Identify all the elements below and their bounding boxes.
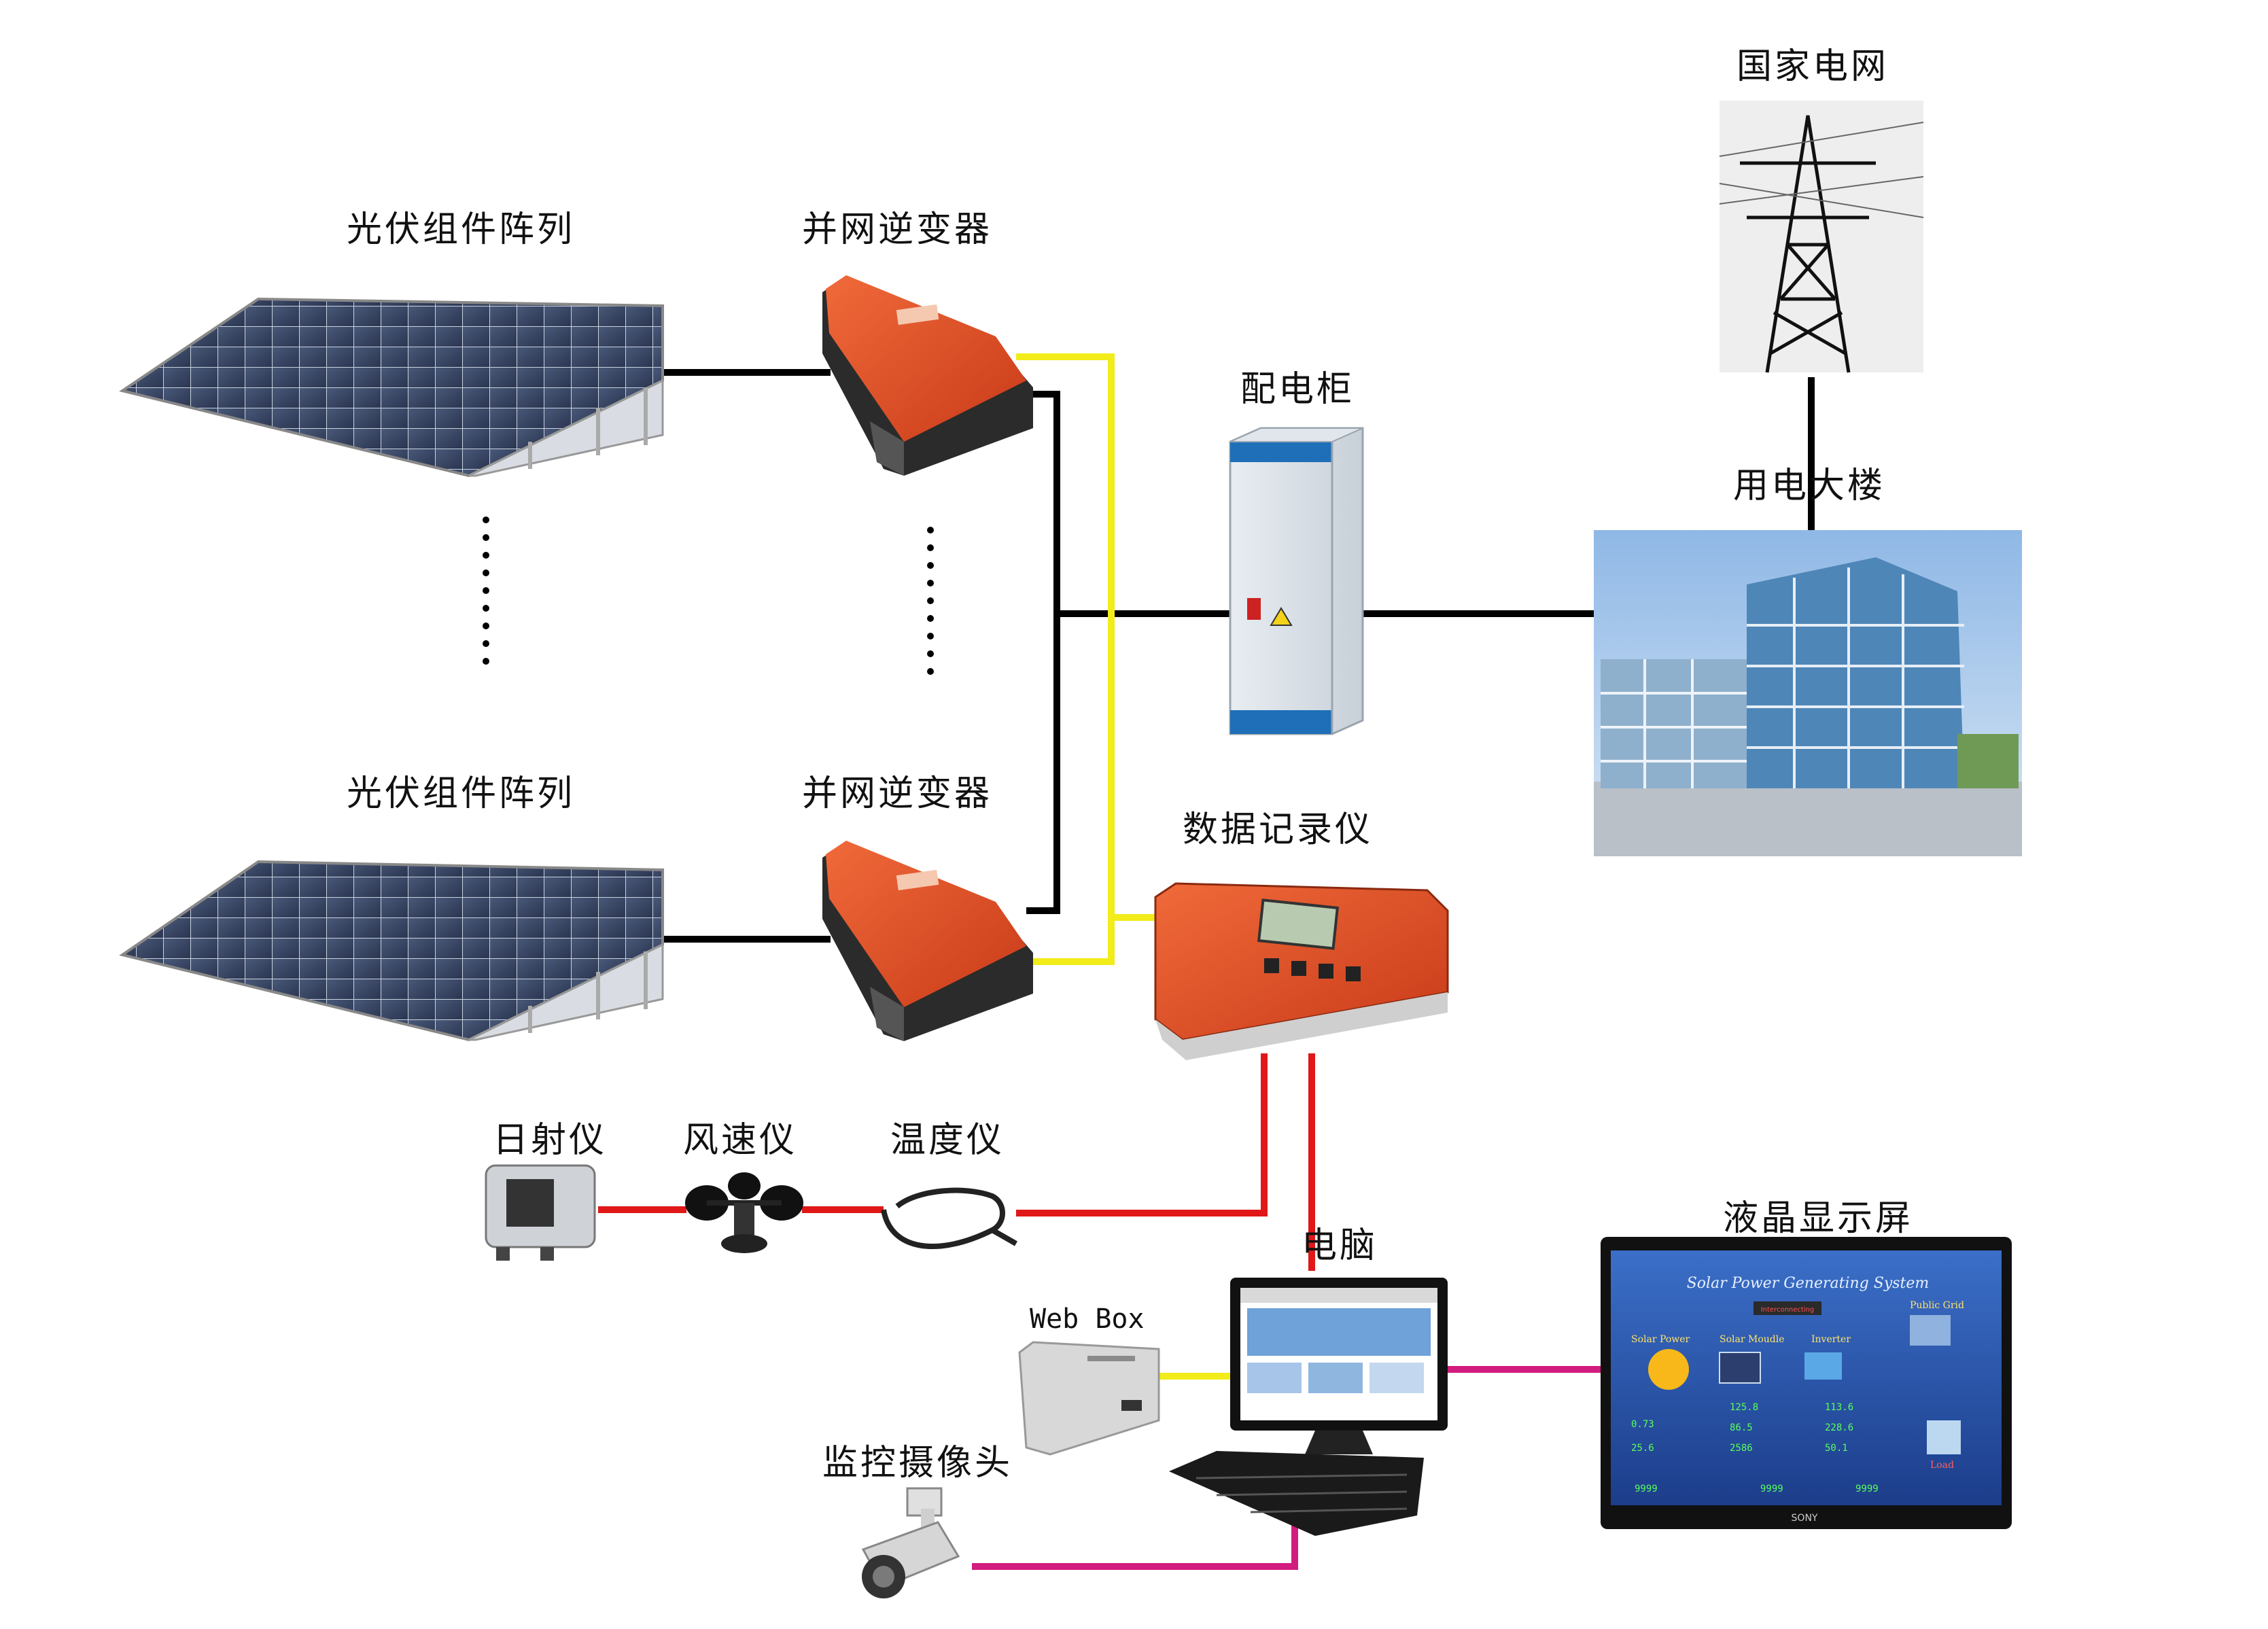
pv-array-2-image: [119, 860, 664, 1042]
lcd-value: 50.1: [1825, 1443, 1848, 1454]
anemometer-image: [685, 1172, 803, 1253]
lcd-value: 86.5: [1730, 1422, 1753, 1433]
pv-array-2-label: 光伏组件阵列: [347, 773, 576, 814]
data-logger-label: 数据记录仪: [1183, 809, 1374, 850]
temperature-probe-image: [881, 1187, 1017, 1249]
lcd-value: 9999: [1760, 1484, 1783, 1494]
pv-array-1-label: 光伏组件阵列: [347, 209, 576, 250]
camera-image: [861, 1487, 960, 1598]
office-building-image: [1594, 530, 2022, 856]
lcd-value: 2586: [1730, 1443, 1753, 1454]
data-logger-image: [1154, 882, 1449, 1060]
video-lines-magenta: [972, 1366, 1601, 1570]
grid-tower-image: [1719, 101, 1924, 373]
lcd-brand: SONY: [1792, 1513, 1818, 1524]
pv-array-1-image: [119, 297, 664, 478]
lcd-status: Interconnecting: [1761, 1306, 1815, 1314]
web-box-label: Web Box: [1030, 1303, 1145, 1335]
lcd-solar-power: Solar Power: [1631, 1334, 1690, 1345]
sensor-lines-red: [598, 1053, 1315, 1271]
irradiance-meter-image: [485, 1164, 596, 1261]
computer-image: [1169, 1278, 1448, 1536]
web-box-image: [1018, 1341, 1160, 1456]
lcd-value: 0.73: [1631, 1419, 1654, 1430]
irradiance-meter-label: 日射仪: [493, 1120, 608, 1161]
camera-label: 监控摄像头: [822, 1443, 1013, 1484]
lcd-value: 9999: [1855, 1484, 1879, 1494]
data-lines-yellow: [1016, 353, 1230, 1380]
lcd-value: 125.8: [1730, 1402, 1758, 1413]
anemometer-label: 风速仪: [683, 1120, 798, 1161]
inverter-1-label: 并网逆变器: [802, 209, 993, 250]
inverter-1-image: [822, 275, 1033, 476]
distribution-cabinet-image: [1229, 427, 1364, 735]
power-lines: [663, 369, 1815, 943]
state-grid-label: 国家电网: [1737, 46, 1889, 87]
lcd-value: 113.6: [1825, 1402, 1853, 1413]
lcd-load: Load: [1930, 1460, 1954, 1471]
pv-array-continuation-dots: [481, 516, 491, 676]
lcd-solar-module: Solar Moudle: [1720, 1334, 1785, 1345]
distribution-cabinet-label: 配电柜: [1240, 369, 1355, 410]
lcd-screen-image: Solar Power Generating System Interconne…: [1601, 1237, 2012, 1529]
lcd-value: 228.6: [1825, 1422, 1853, 1433]
lcd-value: 25.6: [1631, 1443, 1654, 1454]
lcd-values: 0.73 25.6 125.8 86.5 2586 113.6 228.6 50…: [1631, 1402, 1879, 1494]
lcd-inverter: Inverter: [1811, 1334, 1851, 1345]
thermometer-label: 温度仪: [890, 1120, 1005, 1161]
lcd-screen-label: 液晶显示屏: [1723, 1198, 1914, 1239]
computer-label: 电脑: [1302, 1225, 1378, 1266]
building-label: 用电大楼: [1733, 466, 1886, 506]
lcd-public-grid: Public Grid: [1910, 1300, 1964, 1311]
lcd-value: 9999: [1635, 1484, 1658, 1494]
inverter-2-label: 并网逆变器: [802, 773, 993, 814]
lcd-title: Solar Power Generating System: [1687, 1275, 1930, 1292]
inverter-continuation-dots: [926, 527, 935, 686]
inverter-2-image: [822, 841, 1033, 1041]
